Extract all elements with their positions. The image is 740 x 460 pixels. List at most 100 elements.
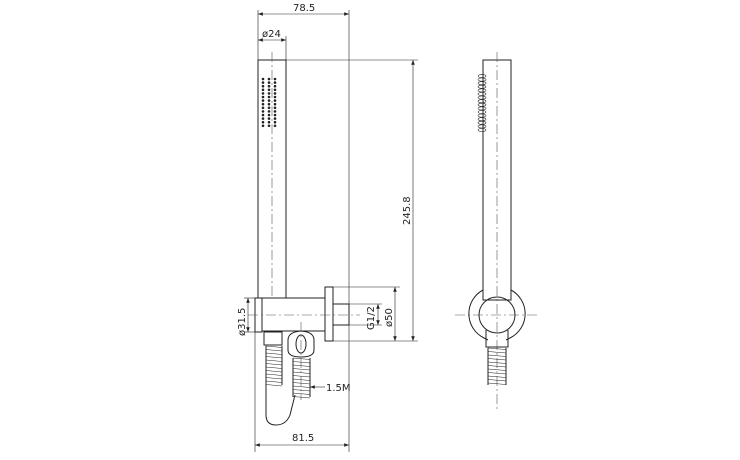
hose-coil bbox=[487, 354, 507, 357]
hose-coil bbox=[487, 382, 507, 385]
hose-coil bbox=[265, 356, 283, 359]
hose-coil bbox=[265, 352, 283, 355]
nozzle-dot bbox=[261, 88, 265, 92]
dim-hose-length: 1.5M bbox=[326, 383, 351, 394]
nozzle-dot bbox=[267, 92, 271, 95]
side-view bbox=[455, 52, 540, 410]
hose-coil bbox=[292, 382, 311, 385]
nozzle-dot bbox=[261, 120, 265, 124]
dim-overall-width-bottom: 81.5 bbox=[292, 433, 314, 444]
nozzle-dot bbox=[273, 124, 277, 128]
dim-overall-width-top: 78.5 bbox=[293, 3, 315, 14]
dim-collar-diameter: ø31.5 bbox=[237, 308, 248, 336]
hose-coil bbox=[487, 372, 507, 375]
outlet-body bbox=[261, 297, 326, 332]
nozzle-dot bbox=[267, 88, 271, 92]
front-view bbox=[248, 10, 418, 452]
spray-nozzle-profile bbox=[477, 113, 487, 118]
spray-nozzle-profile bbox=[477, 128, 487, 132]
nozzle-dot bbox=[273, 110, 277, 113]
nozzle-dot bbox=[267, 117, 271, 120]
hose-coil bbox=[487, 351, 507, 354]
thread-connection bbox=[332, 303, 350, 326]
spray-nozzle-profile bbox=[477, 74, 487, 78]
nozzle-dot bbox=[273, 106, 277, 110]
hose-coil bbox=[487, 375, 507, 378]
nozzle-dot bbox=[267, 113, 271, 117]
hose-coil bbox=[265, 380, 283, 383]
hose-coil bbox=[265, 373, 283, 376]
nozzle-dot bbox=[267, 95, 271, 99]
hose-coil bbox=[487, 365, 507, 368]
nozzle-dot bbox=[267, 81, 271, 84]
dim-handle-diameter: ø24 bbox=[262, 29, 281, 40]
hose-coil bbox=[265, 363, 283, 366]
nozzle-dot bbox=[261, 106, 265, 110]
spray-nozzle-profile bbox=[477, 120, 487, 125]
hose-coil bbox=[292, 396, 311, 399]
spray-nozzle-profile bbox=[477, 81, 487, 86]
nozzle-dot bbox=[273, 77, 277, 81]
hose-coil bbox=[292, 364, 311, 367]
hose-coil bbox=[265, 384, 283, 387]
hose-coil bbox=[292, 361, 311, 364]
hose-coil bbox=[265, 377, 283, 380]
nozzle-dot bbox=[273, 113, 277, 117]
hose-coil bbox=[487, 379, 507, 382]
nozzle-dot bbox=[261, 92, 265, 95]
hose-coil bbox=[265, 345, 283, 348]
nozzle-dot bbox=[273, 81, 277, 84]
dim-thread: G1/2 bbox=[366, 306, 377, 330]
spray-nozzle-profile bbox=[477, 88, 487, 93]
nozzle-dot bbox=[267, 120, 271, 124]
hose-coil bbox=[292, 378, 311, 381]
hose-nut bbox=[287, 330, 315, 358]
nozzle-dot bbox=[261, 117, 265, 120]
spray-nozzle-profile bbox=[477, 99, 487, 104]
nozzle-dot bbox=[267, 106, 271, 110]
hose-coil bbox=[292, 371, 311, 374]
spray-nozzle-profile bbox=[477, 95, 487, 100]
spray-nozzles bbox=[261, 77, 277, 128]
nozzle-dot bbox=[267, 77, 271, 81]
nozzle-dot bbox=[273, 99, 277, 102]
nozzle-dot bbox=[261, 102, 265, 106]
nozzle-dot bbox=[261, 113, 265, 117]
nozzle-dot bbox=[273, 102, 277, 106]
nozzle-dot bbox=[273, 92, 277, 95]
spray-nozzle-profile bbox=[477, 102, 487, 107]
nozzle-dot bbox=[261, 77, 265, 81]
hose-coil bbox=[292, 389, 311, 392]
nozzle-dot bbox=[273, 88, 277, 92]
spray-nozzle-profile bbox=[477, 84, 487, 89]
hose-coil bbox=[487, 358, 507, 361]
nozzle-dot bbox=[261, 81, 265, 84]
nozzle-dot bbox=[267, 84, 271, 88]
dim-flange-diameter: ø50 bbox=[384, 308, 395, 327]
spray-nozzle-profile bbox=[477, 77, 487, 82]
hose-coil bbox=[487, 368, 507, 371]
nozzle-dot bbox=[267, 102, 271, 106]
hose-coil bbox=[292, 385, 311, 388]
hose-coil bbox=[292, 357, 311, 360]
hose-coil bbox=[265, 366, 283, 369]
dim-overall-height: 245.8 bbox=[402, 196, 413, 225]
hose-coil bbox=[265, 359, 283, 362]
nozzle-dot bbox=[273, 95, 277, 99]
nozzle-dot bbox=[273, 120, 277, 124]
spray-nozzle-profile bbox=[477, 117, 487, 122]
hose-coil bbox=[292, 375, 311, 378]
nozzle-dot bbox=[261, 95, 265, 99]
nozzle-dot bbox=[273, 84, 277, 88]
nozzle-dot bbox=[261, 99, 265, 102]
nozzle-dot bbox=[267, 99, 271, 102]
nozzle-dot bbox=[267, 124, 271, 128]
spray-nozzle-profile bbox=[477, 106, 487, 111]
hose-coil bbox=[292, 368, 311, 371]
spray-nozzle-profile bbox=[477, 92, 487, 96]
hose-coil bbox=[292, 392, 311, 395]
hose-coil bbox=[487, 347, 507, 350]
nozzle-dot bbox=[267, 110, 271, 113]
nozzle-dot bbox=[261, 84, 265, 88]
